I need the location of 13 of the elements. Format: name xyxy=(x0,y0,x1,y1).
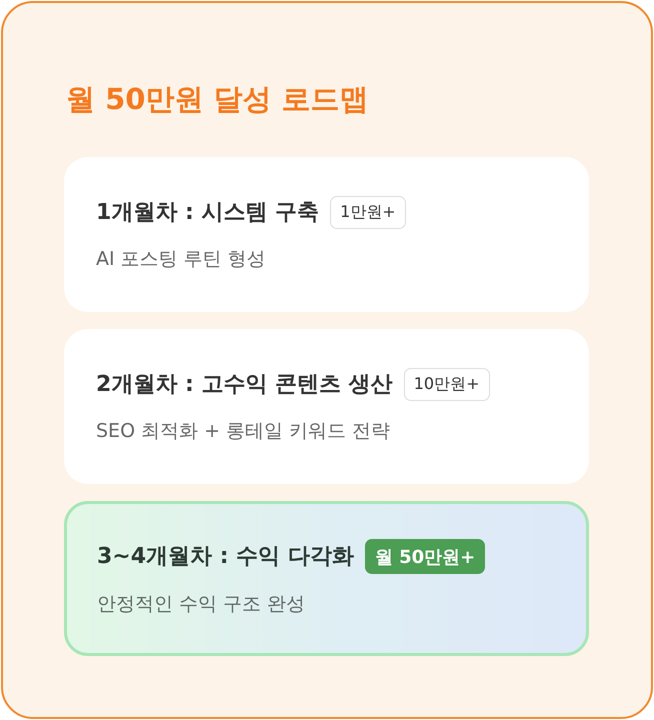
amount-tag: 1만원+ xyxy=(330,196,406,229)
step-description: SEO 최적화 + 롱테일 키워드 전략 xyxy=(96,419,390,444)
step-title: 1개월차 : 시스템 구축 xyxy=(96,198,320,226)
panel-title: 월 50만원 달성 로드맵 xyxy=(66,81,369,118)
amount-tag: 10만원+ xyxy=(404,368,490,401)
step-title: 3~4개월차 : 수익 다각화 xyxy=(97,542,354,570)
step-title: 2개월차 : 고수익 콘텐츠 생산 xyxy=(96,370,393,398)
amount-tag: 월 50만원+ xyxy=(364,539,486,574)
step-description: 안정적인 수익 구조 완성 xyxy=(97,592,306,617)
step-card xyxy=(64,329,589,484)
step-card xyxy=(64,501,589,656)
step-card xyxy=(64,157,589,312)
step-description: AI 포스팅 루틴 형성 xyxy=(96,247,266,272)
